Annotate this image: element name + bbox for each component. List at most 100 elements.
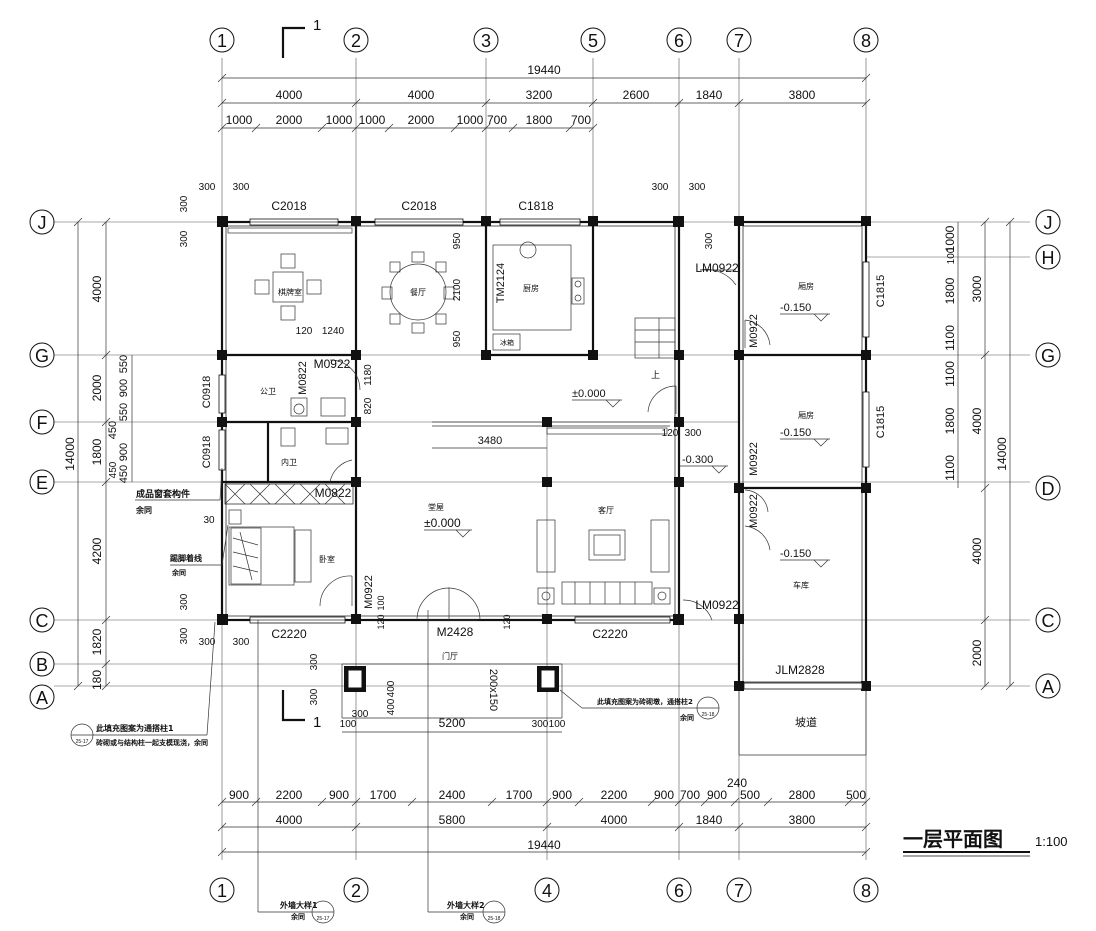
- svg-text:M0822: M0822: [297, 361, 309, 395]
- section-marker-top: 1: [281, 17, 321, 58]
- axis-label: J: [38, 213, 47, 233]
- svg-text:1: 1: [313, 714, 321, 731]
- svg-text:此填充图案为通搭柱1: 此填充图案为通搭柱1: [96, 723, 174, 733]
- svg-text:820: 820: [363, 397, 374, 414]
- svg-text:C1815: C1815: [875, 275, 887, 307]
- svg-text:450: 450: [108, 461, 119, 478]
- level-marks: ±0.000 ±0.000 -0.150 -0.150 -0.150 -0.30…: [424, 302, 830, 568]
- svg-text:4000: 4000: [276, 88, 303, 102]
- svg-text:550: 550: [118, 403, 130, 421]
- svg-text:19440: 19440: [527, 63, 561, 77]
- svg-text:1840: 1840: [696, 88, 723, 102]
- svg-text:300: 300: [199, 637, 216, 648]
- axis-label: 8: [861, 31, 871, 51]
- svg-text:4000: 4000: [276, 813, 303, 827]
- doors: [224, 269, 771, 621]
- svg-text:100: 100: [946, 247, 957, 264]
- svg-text:300: 300: [179, 593, 190, 610]
- svg-text:C0918: C0918: [201, 376, 213, 408]
- svg-text:2000: 2000: [90, 374, 104, 401]
- svg-text:4000: 4000: [970, 407, 984, 434]
- svg-text:此填充图案为砖砌墩，通搭柱2: 此填充图案为砖砌墩，通搭柱2: [597, 697, 693, 706]
- svg-text:-0.300: -0.300: [682, 454, 713, 466]
- svg-text:900: 900: [118, 443, 130, 461]
- axis-label: F: [37, 413, 48, 433]
- svg-text:厢房: 厢房: [798, 281, 814, 291]
- axis-label: 7: [734, 881, 744, 901]
- svg-text:300: 300: [179, 230, 190, 247]
- svg-text:M0922: M0922: [314, 357, 351, 371]
- dimension-right: 14000 3000 4000 4000 2000 1000 100 1800 …: [943, 217, 1015, 691]
- plan-title: 一层平面图: [903, 827, 1003, 851]
- svg-text:C0918: C0918: [201, 436, 213, 468]
- svg-text:700: 700: [680, 788, 700, 802]
- svg-text:车库: 车库: [793, 580, 809, 590]
- svg-text:C2018: C2018: [401, 199, 437, 213]
- svg-text:3480: 3480: [478, 435, 502, 447]
- svg-text:1000: 1000: [326, 113, 353, 127]
- svg-text:1800: 1800: [526, 113, 553, 127]
- axis-label: 3: [481, 31, 491, 51]
- svg-text:C2018: C2018: [271, 199, 307, 213]
- svg-text:余同: 余同: [171, 568, 186, 577]
- svg-text:1240: 1240: [322, 326, 345, 337]
- svg-text:冰箱: 冰箱: [500, 338, 514, 347]
- svg-text:C2220: C2220: [271, 627, 307, 641]
- svg-text:700: 700: [487, 113, 507, 127]
- svg-text:4200: 4200: [90, 537, 104, 564]
- svg-text:300: 300: [179, 195, 190, 212]
- svg-text:1820: 1820: [90, 628, 104, 655]
- svg-text:1000: 1000: [457, 113, 484, 127]
- svg-text:300: 300: [685, 428, 702, 439]
- svg-text:900: 900: [229, 788, 249, 802]
- svg-text:余同: 余同: [679, 713, 694, 722]
- svg-text:2000: 2000: [408, 113, 435, 127]
- svg-text:700: 700: [571, 113, 591, 127]
- svg-text:450: 450: [118, 465, 130, 483]
- svg-text:300: 300: [352, 709, 369, 720]
- svg-text:120: 120: [296, 326, 313, 337]
- svg-text:1800: 1800: [90, 438, 104, 465]
- svg-text:外墙大样2: 外墙大样2: [447, 900, 485, 910]
- drawing-title: 一层平面图 1:100: [903, 827, 1068, 857]
- svg-text:500: 500: [740, 788, 760, 802]
- axis-bubbles-top: 1 2 3 5 6 7 8: [209, 27, 879, 53]
- axis-bubbles-bottom: 1 2 4 6 7 8: [209, 877, 879, 903]
- axis-label: 2: [351, 31, 361, 51]
- axis-label: E: [36, 473, 48, 493]
- svg-text:2800: 2800: [789, 788, 816, 802]
- svg-text:5200: 5200: [439, 716, 466, 730]
- svg-text:5800: 5800: [439, 813, 466, 827]
- svg-text:3000: 3000: [970, 275, 984, 302]
- svg-text:2000: 2000: [970, 639, 984, 666]
- svg-text:14000: 14000: [63, 437, 77, 471]
- svg-text:厨房: 厨房: [523, 283, 539, 293]
- svg-text:余同: 余同: [135, 505, 152, 515]
- svg-text:100: 100: [549, 719, 566, 730]
- svg-text:300: 300: [689, 182, 706, 193]
- axis-label: 1: [217, 881, 227, 901]
- svg-text:25-18: 25-18: [702, 712, 715, 718]
- svg-text:450: 450: [107, 421, 119, 439]
- svg-text:4000: 4000: [408, 88, 435, 102]
- svg-text:1840: 1840: [696, 813, 723, 827]
- svg-text:2200: 2200: [601, 788, 628, 802]
- room-labels: 棋牌室 餐厅 厨房 冰箱 公卫 内卫 堂屋 客厅 卧室 门厅 车库 厢房 厢房 …: [260, 281, 817, 729]
- svg-text:300: 300: [532, 719, 549, 730]
- svg-text:19440: 19440: [527, 838, 561, 852]
- svg-text:余同: 余同: [459, 912, 474, 921]
- svg-text:2200: 2200: [276, 788, 303, 802]
- svg-text:M0922: M0922: [748, 494, 760, 528]
- svg-text:坡道: 坡道: [795, 715, 817, 729]
- svg-text:M0822: M0822: [315, 486, 352, 500]
- svg-text:内卫: 内卫: [281, 457, 297, 467]
- svg-text:950: 950: [452, 330, 463, 347]
- svg-text:900: 900: [707, 788, 727, 802]
- axis-label: H: [1042, 248, 1055, 268]
- svg-text:100: 100: [376, 595, 386, 610]
- svg-text:M2428: M2428: [437, 625, 474, 639]
- svg-text:-0.150: -0.150: [780, 302, 811, 314]
- axis-label: J: [1044, 213, 1053, 233]
- svg-text:2600: 2600: [623, 88, 650, 102]
